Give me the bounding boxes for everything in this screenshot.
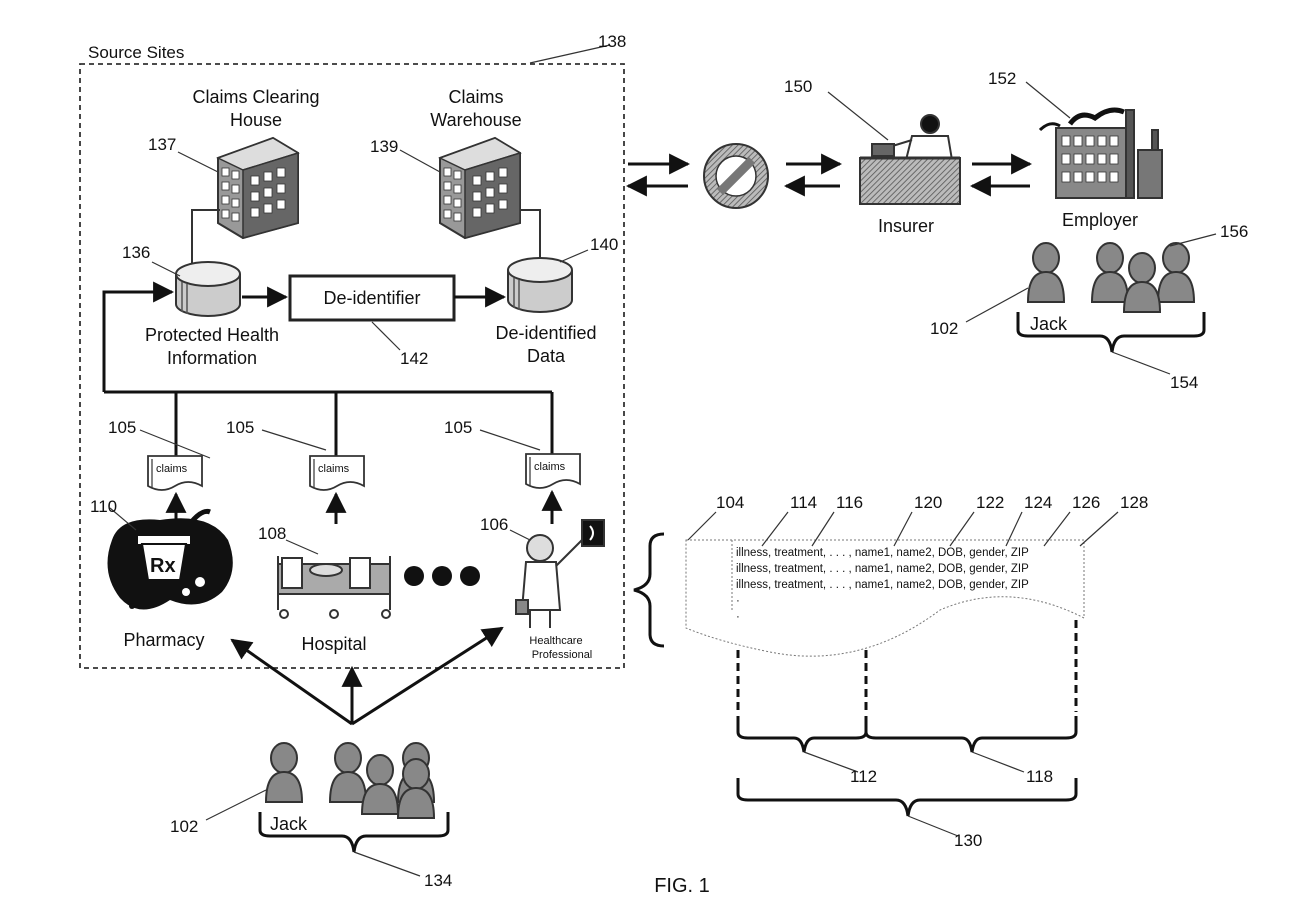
record-ellipsis-2: · — [736, 611, 740, 623]
ref-112: 112 — [850, 767, 877, 786]
ref-140: 140 — [590, 235, 618, 254]
crowd-person-icon-top-1 — [1091, 242, 1129, 303]
claims-document-1: claims — [147, 455, 203, 491]
phi-database-icon — [175, 261, 241, 317]
ref-106: 106 — [480, 515, 508, 534]
ref-150: 150 — [784, 77, 812, 96]
svg-text:claims: claims — [318, 463, 350, 475]
ref-137: 137 — [148, 135, 176, 154]
svg-text:claims: claims — [534, 461, 566, 473]
record-row-3: illness, treatment, . . . , name1, name2… — [736, 579, 1029, 591]
employer-factory-icon — [1038, 107, 1163, 199]
ref-130: 130 — [954, 831, 982, 850]
crowd-person-icon-top-3 — [1123, 252, 1161, 313]
ref-134: 134 — [424, 871, 452, 890]
crowd-person-icon-top-2 — [1157, 242, 1195, 303]
prohibited-icon — [703, 143, 769, 209]
claims-document-3: claims — [525, 453, 581, 489]
deid-label-1: De-identified — [495, 323, 596, 343]
ref-139: 139 — [370, 137, 398, 156]
ref-108: 108 — [258, 524, 286, 543]
jack-label-top: Jack — [1030, 314, 1068, 334]
ref-124: 124 — [1024, 493, 1052, 512]
table-left-brace — [633, 532, 665, 648]
jack-person-icon-top — [1027, 242, 1065, 303]
hospital-bed-icon — [277, 556, 391, 619]
crowd-person-icon-1 — [329, 742, 367, 803]
ref-156: 156 — [1220, 222, 1248, 241]
professional-label-2: Professional — [532, 649, 593, 661]
insurer-desk-icon — [859, 114, 961, 205]
ref-110: 110 — [90, 497, 117, 516]
brace-identifiable-left — [736, 716, 868, 753]
ref-126: 126 — [1072, 493, 1100, 512]
record-sheet — [685, 539, 1085, 657]
record-row-1: illness, treatment, . . . , name1, name2… — [736, 547, 1029, 559]
brace-identifiable-right — [864, 716, 1078, 753]
pharmacy-icon: Rx — [107, 508, 233, 610]
jack-label-bottom: Jack — [270, 814, 308, 834]
ref-105-a: 105 — [108, 418, 136, 437]
deidentifier-box — [288, 274, 456, 322]
deidentifier-label: De-identifier — [323, 288, 420, 308]
ref-128: 128 — [1120, 493, 1148, 512]
clearing-house-label-2: House — [230, 110, 282, 130]
more-dot-1 — [404, 566, 424, 586]
svg-text:Rx: Rx — [150, 555, 176, 577]
professional-label-1: Healthcare — [529, 635, 582, 647]
ref-154: 154 — [1170, 373, 1198, 392]
phi-label-1: Protected Health — [145, 325, 279, 345]
source-sites-box — [79, 63, 625, 669]
crowd-person-icon-3 — [361, 754, 399, 815]
ref-105-b: 105 — [226, 418, 254, 437]
deidentified-database-icon — [507, 257, 573, 313]
claims-document-2: claims — [309, 455, 365, 491]
ref-114: 114 — [790, 493, 817, 512]
record-row-2: illness, treatment, . . . , name1, name2… — [736, 563, 1029, 575]
warehouse-label-2: Warehouse — [430, 110, 521, 130]
ref-122: 122 — [976, 493, 1004, 512]
ref-120: 120 — [914, 493, 942, 512]
ref-136: 136 — [122, 243, 150, 262]
more-dot-3 — [460, 566, 480, 586]
svg-text:claims: claims — [156, 463, 188, 475]
warehouse-building-icon — [439, 137, 521, 239]
ref-105-c: 105 — [444, 418, 472, 437]
jack-person-icon-bottom — [265, 742, 303, 803]
source-sites-title: Source Sites — [88, 43, 184, 62]
ref-118: 118 — [1026, 767, 1053, 786]
warehouse-label-1: Claims — [448, 87, 503, 107]
more-dot-2 — [432, 566, 452, 586]
pharmacy-label: Pharmacy — [123, 630, 204, 650]
ref-142: 142 — [400, 349, 428, 368]
clearing-house-building-icon — [217, 137, 299, 239]
ref-104: 104 — [716, 493, 744, 512]
healthcare-professional-icon — [515, 519, 605, 628]
ref-102-top: 102 — [930, 319, 958, 338]
ref-116: 116 — [836, 493, 863, 512]
ref-152: 152 — [988, 69, 1016, 88]
figure-caption: FIG. 1 — [654, 875, 710, 897]
employer-label: Employer — [1062, 210, 1138, 230]
record-ellipsis-1: · — [736, 595, 740, 607]
clearing-house-label-1: Claims Clearing — [192, 87, 319, 107]
phi-label-2: Information — [167, 348, 257, 368]
ref-102-bottom: 102 — [170, 817, 198, 836]
insurer-label: Insurer — [878, 216, 934, 236]
hospital-label: Hospital — [301, 634, 366, 654]
ref-138: 138 — [598, 32, 626, 51]
deid-label-2: Data — [527, 346, 566, 366]
